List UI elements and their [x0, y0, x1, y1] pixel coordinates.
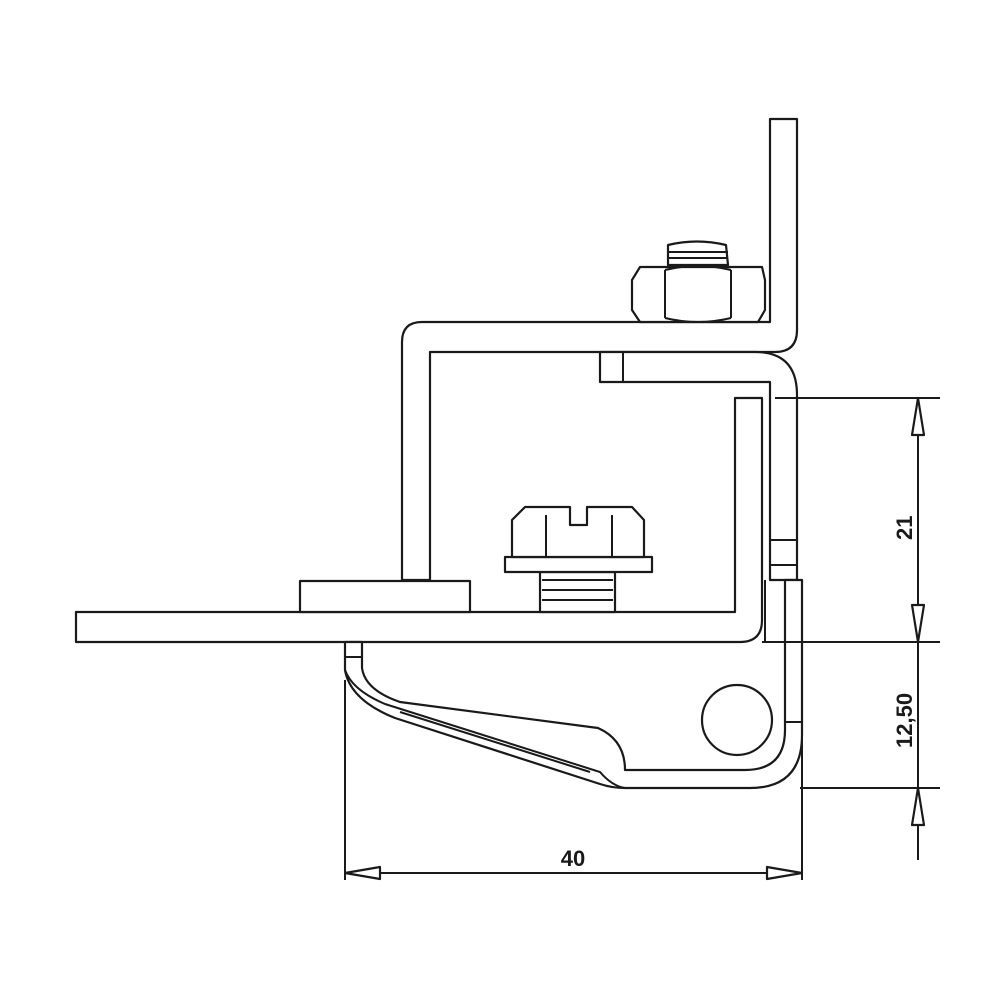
base-channel — [74, 396, 764, 644]
upper-bracket — [400, 117, 799, 582]
dimension-21: 21 — [892, 516, 917, 540]
clip — [343, 578, 804, 790]
second-bracket — [598, 350, 799, 582]
washer — [503, 555, 654, 574]
dimension-lines: 21 12,50 40 — [343, 396, 940, 881]
top-nut — [630, 240, 767, 324]
bolt — [503, 505, 654, 614]
dimension-40: 40 — [561, 846, 585, 871]
spacer-block — [298, 579, 472, 614]
dimension-12-50: 12,50 — [892, 693, 917, 748]
hole — [700, 683, 774, 757]
